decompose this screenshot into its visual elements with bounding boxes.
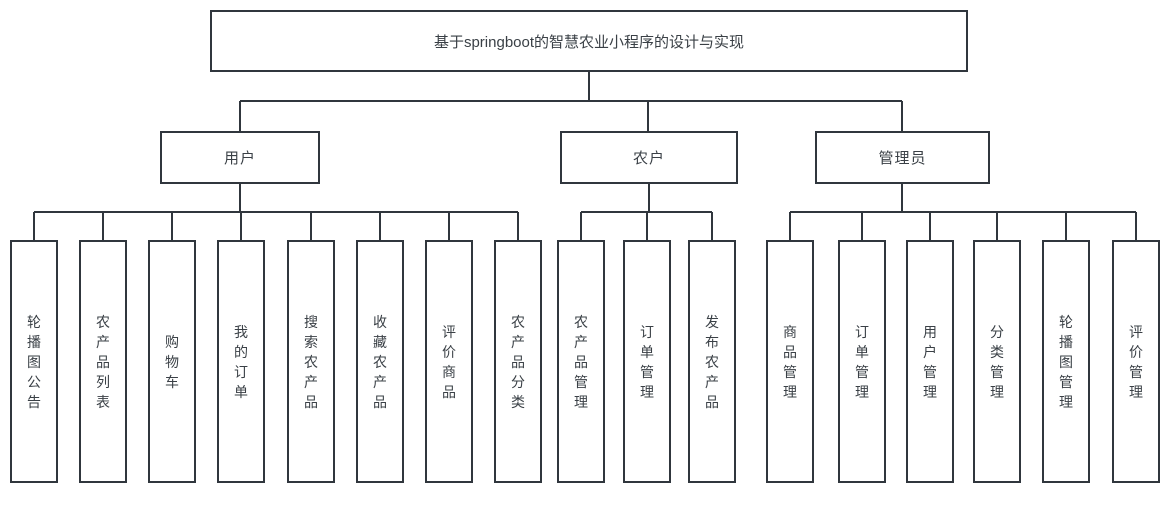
node-label: 商品管理 (783, 323, 797, 400)
node-search-products: 搜索农产品 (287, 240, 335, 483)
node-product-list: 农产品列表 (79, 240, 127, 483)
node-label: 轮播图公告 (27, 313, 41, 410)
node-product-management: 农产品管理 (557, 240, 605, 483)
node-favorite-products: 收藏农产品 (356, 240, 404, 483)
node-product-categories: 农产品分类 (494, 240, 542, 483)
node-label: 我的订单 (234, 323, 248, 400)
connector-level1-drops (239, 101, 903, 131)
node-label: 分类管理 (990, 323, 1004, 400)
node-label: 用户管理 (923, 323, 937, 400)
node-label: 轮播图管理 (1059, 313, 1073, 410)
node-review-goods: 评价商品 (425, 240, 473, 483)
node-label: 收藏农产品 (373, 313, 387, 410)
node-goods-management: 商品管理 (766, 240, 814, 483)
node-root-title: 基于springboot的智慧农业小程序的设计与实现 (210, 10, 968, 72)
node-carousel-management: 轮播图管理 (1042, 240, 1090, 483)
connector-farmer-leaf-drops (580, 212, 713, 240)
node-shopping-cart: 购物车 (148, 240, 196, 483)
connector-admin-leaf-drops (789, 212, 1137, 240)
node-publish-products: 发布农产品 (688, 240, 736, 483)
node-label: 评价管理 (1129, 323, 1143, 400)
node-label: 订单管理 (855, 323, 869, 400)
node-label: 农产品列表 (96, 313, 110, 410)
node-label: 购物车 (165, 333, 179, 390)
node-my-orders: 我的订单 (217, 240, 265, 483)
node-user-management: 用户管理 (906, 240, 954, 483)
node-label: 农产品管理 (574, 313, 588, 410)
node-label: 订单管理 (640, 323, 654, 400)
node-order-management-farmer: 订单管理 (623, 240, 671, 483)
node-admin-role: 管理员 (815, 131, 990, 184)
node-order-management-admin: 订单管理 (838, 240, 886, 483)
node-label: 发布农产品 (705, 313, 719, 410)
node-label: 农产品分类 (511, 313, 525, 410)
node-label: 评价商品 (442, 323, 456, 400)
node-label: 搜索农产品 (304, 313, 318, 410)
node-category-management: 分类管理 (973, 240, 1021, 483)
node-user-role: 用户 (160, 131, 320, 184)
node-carousel-announcement: 轮播图公告 (10, 240, 58, 483)
connector-user-leaf-drops (33, 212, 519, 240)
node-farmer-role: 农户 (560, 131, 738, 184)
node-review-management: 评价管理 (1112, 240, 1160, 483)
